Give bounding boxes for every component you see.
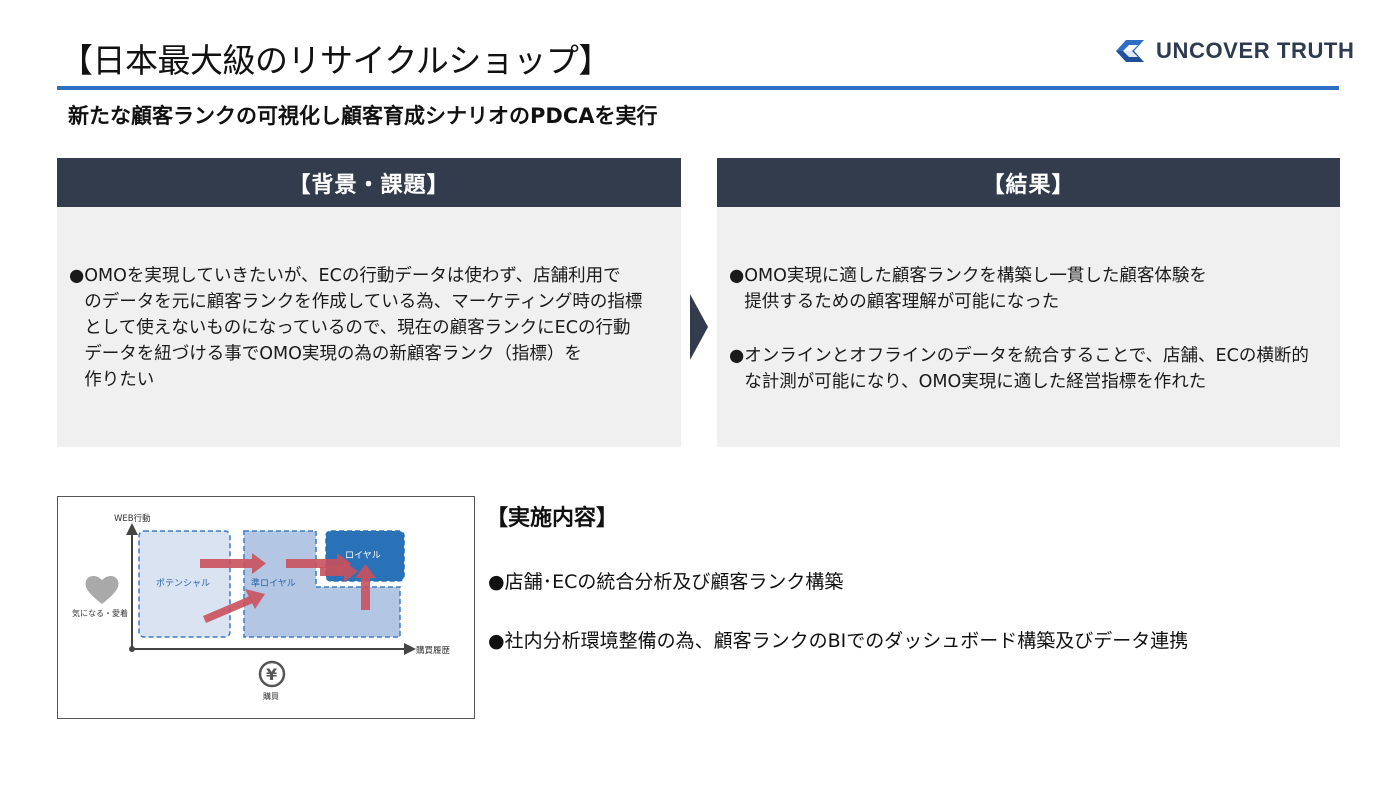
text-line: OMOを実現していきたいが、ECの行動データは使わず、店舗利用で: [84, 266, 621, 286]
bullet-text: オンラインとオフラインのデータを統合することで、店舗、ECの横断的 な計測が可能…: [744, 343, 1322, 395]
bullet-text: OMO実現に適した顧客ランクを構築し一貫した顧客体験を 提供するための顧客理解が…: [744, 263, 1322, 315]
bullet-text: OMOを実現していきたいが、ECの行動データは使わず、店舗利用で のデータを元に…: [84, 263, 663, 393]
text-line: データを紐づける事でOMO実現の為の新顧客ランク（指標）を: [84, 344, 582, 364]
text-line: 作りたい: [84, 370, 155, 390]
implementation-item: ●店舗･ECの統合分析及び顧客ランク構築: [488, 571, 844, 593]
page-title: 【日本最大級のリサイクルショップ】: [60, 41, 611, 80]
result-panel: 【結果】 ● OMO実現に適した顧客ランクを構築し一貫した顧客体験を 提供するた…: [717, 158, 1340, 447]
yen-label: 購買: [263, 691, 279, 701]
result-bullet: ● オンラインとオフラインのデータを統合することで、店舗、ECの横断的 な計測が…: [729, 343, 1322, 395]
arrow-potential-to-semi: [200, 553, 266, 574]
text-line: のデータを元に顧客ランクを作成している為、マーケティング時の指標: [84, 292, 643, 312]
box-semi-loyal: [243, 530, 401, 638]
axis-origin: [129, 646, 135, 652]
customer-rank-diagram: WEB行動 購買履歴 ポテンシャル 準ロイヤル ロイヤル: [57, 496, 475, 719]
background-bullet: ● OMOを実現していきたいが、ECの行動データは使わず、店舗利用で のデータを…: [69, 263, 663, 393]
chevron-right-icon: [690, 294, 708, 360]
text-line: 提供するための顧客理解が可能になった: [744, 292, 1060, 312]
result-panel-body: ● OMO実現に適した顧客ランクを構築し一貫した顧客体験を 提供するための顧客理…: [717, 207, 1340, 395]
yen-icon: [258, 660, 286, 688]
text-line: OMO実現に適した顧客ランクを構築し一貫した顧客体験を: [744, 266, 1207, 286]
result-panel-heading: 【結果】: [717, 158, 1340, 207]
logo-mark-icon: [1116, 40, 1144, 62]
arrow-potential-up-right: [203, 589, 265, 623]
x-axis-label: 購買履歴: [416, 645, 451, 656]
bullet-dot: ●: [69, 266, 85, 286]
bullet-dot: ●: [729, 266, 745, 286]
text-line: な計測が可能になり、OMO実現に適した経営指標を作れた: [744, 372, 1207, 392]
arrow-semi-right: [320, 561, 358, 582]
heart-icon: [85, 575, 119, 604]
result-bullet: ● OMO実現に適した顧客ランクを構築し一貫した顧客体験を 提供するための顧客理…: [729, 263, 1322, 315]
diagram-svg: WEB行動 購買履歴 ポテンシャル 準ロイヤル ロイヤル: [72, 513, 451, 701]
heart-label: 気になる・愛着: [72, 608, 128, 618]
box-loyal-label: ロイヤル: [345, 551, 381, 561]
text-line: オンラインとオフラインのデータを統合することで、店舗、ECの横断的: [744, 346, 1309, 366]
page-subtitle: 新たな顧客ランクの可視化し顧客育成シナリオのPDCAを実行: [68, 104, 658, 128]
background-panel-heading: 【背景・課題】: [57, 158, 681, 207]
header-rule: [57, 86, 1339, 90]
box-potential-label: ポテンシャル: [156, 578, 210, 589]
bullet-dot: ●: [729, 346, 745, 366]
arrow-up-to-loyal: [355, 564, 376, 610]
implementation-title: 【実施内容】: [486, 506, 619, 531]
background-panel-body: ● OMOを実現していきたいが、ECの行動データは使わず、店舗利用で のデータを…: [57, 207, 681, 393]
box-potential: [138, 530, 231, 638]
implementation-item: ●社内分析環境整備の為、顧客ランクのBIでのダッシュボード構築及びデータ連携: [488, 630, 1189, 652]
text-line: として使えないものになっているので、現在の顧客ランクにECの行動: [84, 318, 631, 338]
box-semi-loyal-label: 準ロイヤル: [251, 577, 296, 589]
y-axis-label: WEB行動: [114, 513, 151, 524]
background-panel: 【背景・課題】 ● OMOを実現していきたいが、ECの行動データは使わず、店舗利…: [57, 158, 681, 447]
yen-symbol: ¥: [266, 665, 277, 684]
company-logo: UNCOVER TRUTH: [1112, 36, 1354, 66]
logo-text: UNCOVER TRUTH: [1156, 38, 1355, 63]
